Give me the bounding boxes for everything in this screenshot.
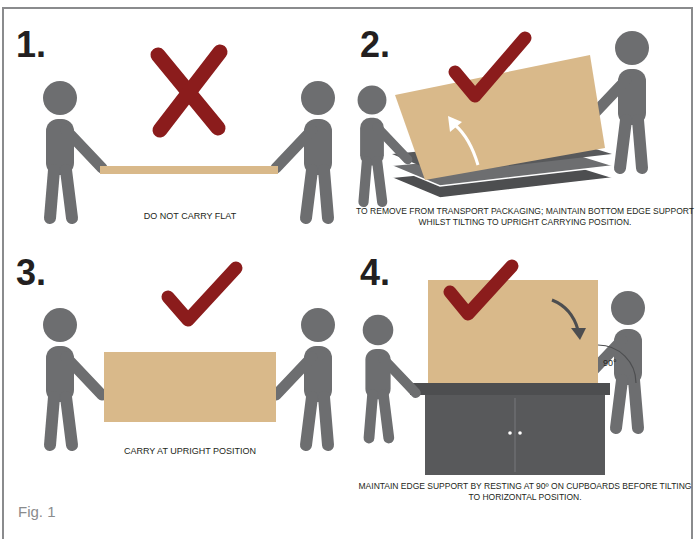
check-mark [450, 266, 512, 314]
lowering-arrow [552, 300, 586, 340]
person [358, 86, 408, 202]
step-number: 2. [360, 22, 420, 67]
instruction-text: CARRY AT UPRIGHT POSITION [90, 446, 290, 457]
step-number: 4. [360, 250, 420, 295]
tilt-arrow [448, 116, 478, 165]
instruction-text: TO REMOVE FROM TRANSPORT PACKAGING; MAIN… [352, 206, 696, 227]
instruction-text: MAINTAIN EDGE SUPPORT BY RESTING AT 90º … [352, 481, 696, 502]
step-number: 1. [16, 22, 76, 67]
cupboard [410, 383, 610, 475]
person [43, 308, 102, 445]
frame [3, 8, 692, 539]
person [276, 81, 335, 218]
person [276, 308, 335, 445]
upright-panel [104, 352, 276, 422]
red-cross [158, 52, 220, 130]
instruction-text: DO NOT CARRY FLAT [90, 211, 290, 222]
angle-arc [598, 345, 636, 383]
step-number: 3. [16, 250, 76, 295]
person [363, 315, 416, 438]
person [43, 81, 102, 218]
figure-caption: Fig. 1 [18, 503, 138, 522]
check-mark [168, 268, 236, 320]
check-mark [455, 38, 525, 96]
flat-panel [100, 166, 278, 174]
angle-label: 90° [603, 358, 633, 369]
